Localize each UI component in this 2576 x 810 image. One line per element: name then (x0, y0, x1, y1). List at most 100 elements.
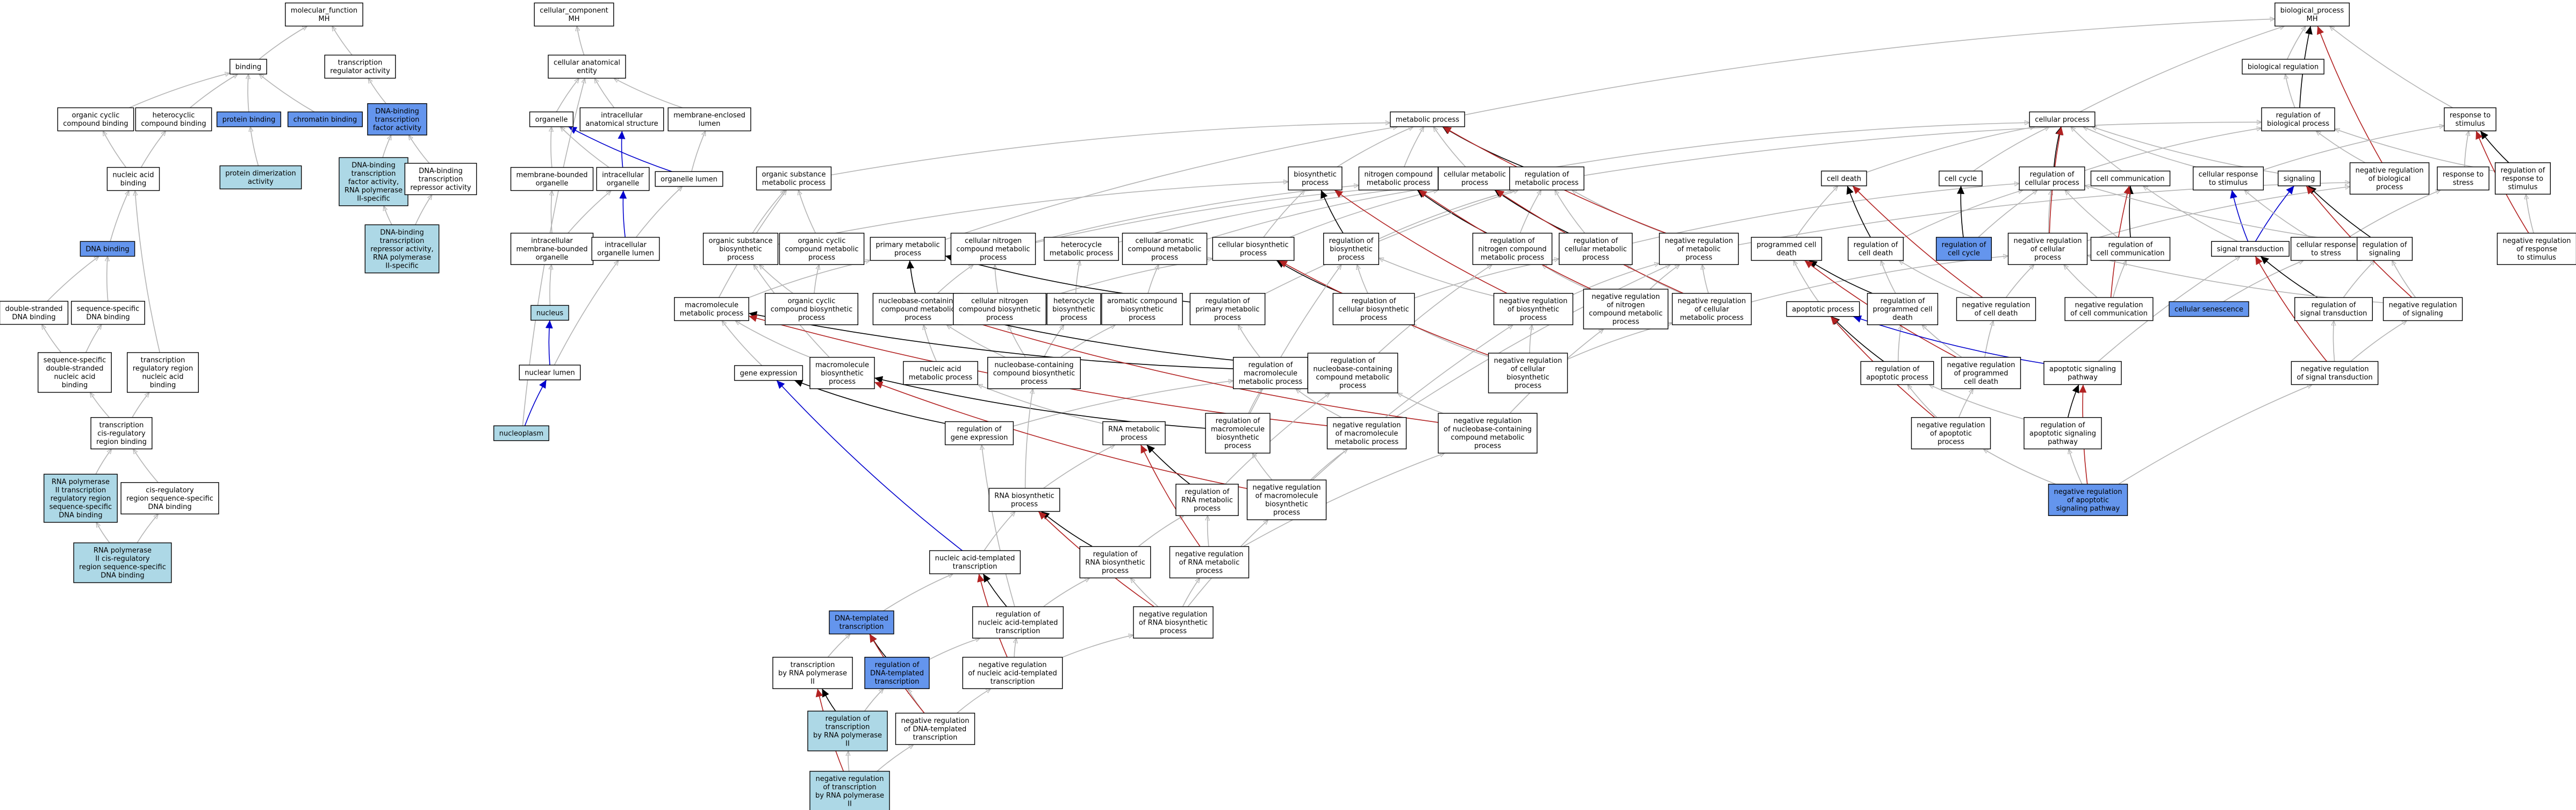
term-node-sigtrans[interactable]: signal transduction (2211, 241, 2290, 257)
term-node-chromb[interactable]: chromatin binding (288, 111, 363, 127)
term-node-nucleus[interactable]: nucleus (530, 305, 569, 321)
term-node-nucleoplasm[interactable]: nucleoplasm (493, 425, 549, 441)
term-node-ssdsdb[interactable]: sequence-specificdouble-strandednucleic … (38, 352, 112, 393)
term-node-organelle[interactable]: organelle (529, 111, 574, 127)
term-node-cellcomm[interactable]: cell communication (2090, 170, 2171, 187)
term-node-rnbcmp[interactable]: regulation ofnucleobase-containingcompou… (1307, 353, 1398, 393)
term-node-cp[interactable]: cellular process (2029, 111, 2096, 127)
term-node-protb[interactable]: protein binding (216, 111, 282, 127)
term-node-ol[interactable]: organelle lumen (655, 171, 723, 187)
term-node-breg[interactable]: biological regulation (2242, 59, 2324, 75)
term-node-cellcycle[interactable]: cell cycle (1939, 170, 1983, 187)
term-node-apop[interactable]: apoptotic process (1786, 301, 1860, 317)
term-node-rmbsp[interactable]: regulation ofmacromoleculebiosyntheticpr… (1205, 413, 1271, 454)
term-node-celldeath[interactable]: cell death (1821, 170, 1867, 187)
term-node-mp[interactable]: metabolic process (1390, 111, 1465, 127)
